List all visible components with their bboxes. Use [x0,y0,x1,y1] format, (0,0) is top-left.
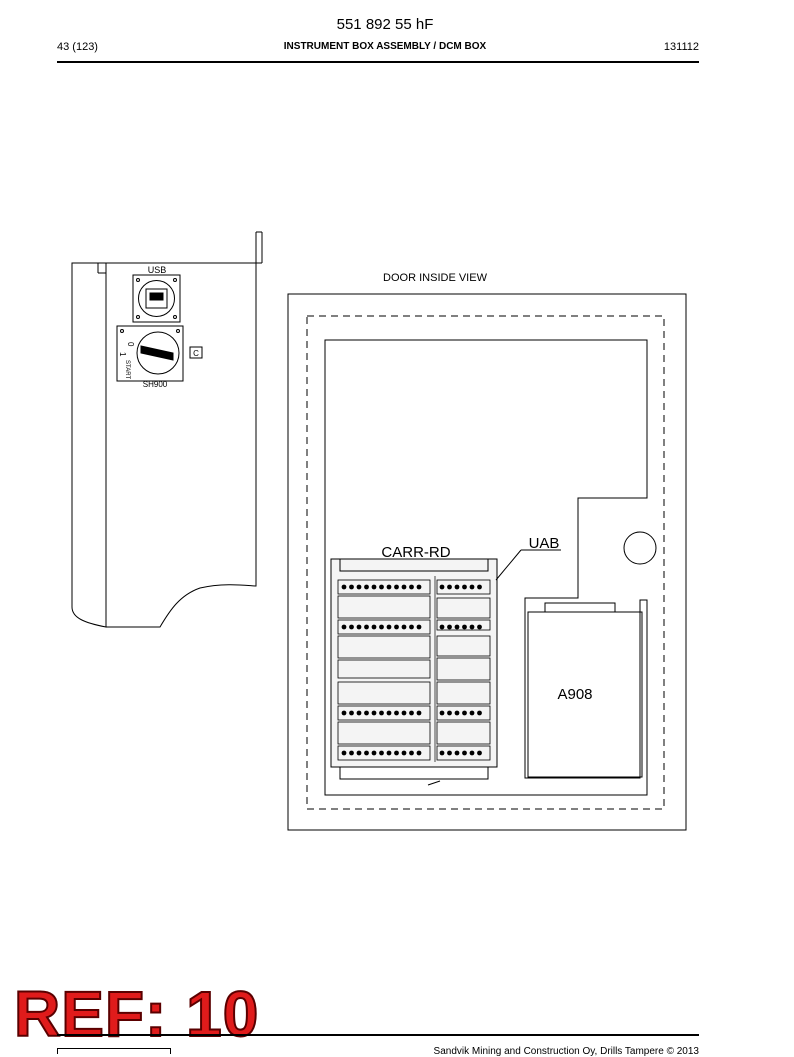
terminal-screw [341,584,347,590]
terminal-screw [386,710,392,716]
terminal-screw [341,750,347,756]
terminal-screw [439,584,445,590]
page-number: 43 (123) [57,41,98,53]
terminal-screw [469,584,475,590]
terminal-screw [401,750,407,756]
carr-rd-label: CARR-RD [381,544,450,561]
page-title: INSTRUMENT BOX ASSEMBLY / DCM BOX [283,41,487,52]
terminal-screw [439,710,445,716]
header-divider [57,61,699,63]
terminal-screw [349,710,354,716]
box-side-view [71,231,263,628]
terminal-screw [462,584,467,590]
terminal-screw [477,750,482,756]
document-number: 551 892 55 hF [336,16,434,33]
usb-connector [132,274,181,323]
switch-position-0: 0 [126,342,135,347]
terminal-screw [439,750,445,756]
terminal-screw [469,750,475,756]
terminal-screw [394,624,399,630]
terminal-screw [394,584,399,590]
terminal-screw [349,750,354,756]
terminal-screw [409,750,414,756]
terminal-screw [394,750,399,756]
terminal-screw [356,750,362,756]
terminal-screw [462,624,467,630]
usb-label: USB [148,265,167,275]
terminal-screw [341,624,347,630]
terminal-screw [447,584,452,590]
terminal-screw [349,624,354,630]
terminal-screw [416,584,422,590]
terminal-screw [469,624,475,630]
terminal-strips [337,579,491,761]
switch-tag: C [193,349,199,358]
a908-label: A908 [557,686,592,703]
terminal-screw [364,624,369,630]
terminal-screw [469,710,475,716]
terminal-screw [416,710,422,716]
terminal-screw [477,710,482,716]
terminal-screw [454,710,460,716]
terminal-screw [364,710,369,716]
terminal-screw [409,584,414,590]
terminal-screw [447,750,452,756]
terminal-screw [379,584,384,590]
terminal-screw [462,710,467,716]
terminal-screw [401,624,407,630]
terminal-screw [379,750,384,756]
terminal-screw [341,710,347,716]
terminal-screw [386,584,392,590]
terminal-screw [371,584,377,590]
reference-stamp: REF: 10 [13,978,260,1050]
terminal-screw [454,750,460,756]
uab-leader-line [495,549,522,581]
terminal-screw [416,750,422,756]
terminal-screws [341,584,482,756]
uab-label: UAB [529,535,560,552]
terminal-screw [386,624,392,630]
door-inside-view [287,293,687,831]
terminal-screw [394,710,399,716]
terminal-screw [447,624,452,630]
terminal-screw [364,584,369,590]
terminal-screw [416,624,422,630]
revision-code: 131112 [663,41,699,53]
terminal-screw [379,624,384,630]
board-bottom-mark [427,780,441,786]
switch-position-start: START [124,360,130,379]
terminal-screw [349,584,354,590]
terminal-screw [371,710,377,716]
brand-logo [57,1048,171,1054]
terminal-screw [356,624,362,630]
terminal-screw [409,624,414,630]
terminal-screw [401,584,407,590]
terminal-screw [379,710,384,716]
switch-name: SH900 [143,380,168,389]
terminal-screw [477,624,482,630]
terminal-screw [409,710,414,716]
terminal-screw [386,750,392,756]
footer-copyright: Sandvik Mining and Construction Oy, Dril… [433,1046,699,1057]
a908-module [527,602,643,778]
terminal-screw [356,710,362,716]
switch-position-1: 1 [118,352,127,357]
terminal-screw [401,710,407,716]
terminal-screw [364,750,369,756]
door-view-title: DOOR INSIDE VIEW [383,272,488,284]
terminal-screw [447,710,452,716]
terminal-screw [462,750,467,756]
terminal-screw [439,624,445,630]
terminal-screw [371,750,377,756]
terminal-screw [477,584,482,590]
terminal-screw [371,624,377,630]
terminal-screw [454,584,460,590]
terminal-screw [454,624,460,630]
footer-divider [57,1034,699,1036]
terminal-screw [356,584,362,590]
main-switch-sh900 [116,325,203,382]
